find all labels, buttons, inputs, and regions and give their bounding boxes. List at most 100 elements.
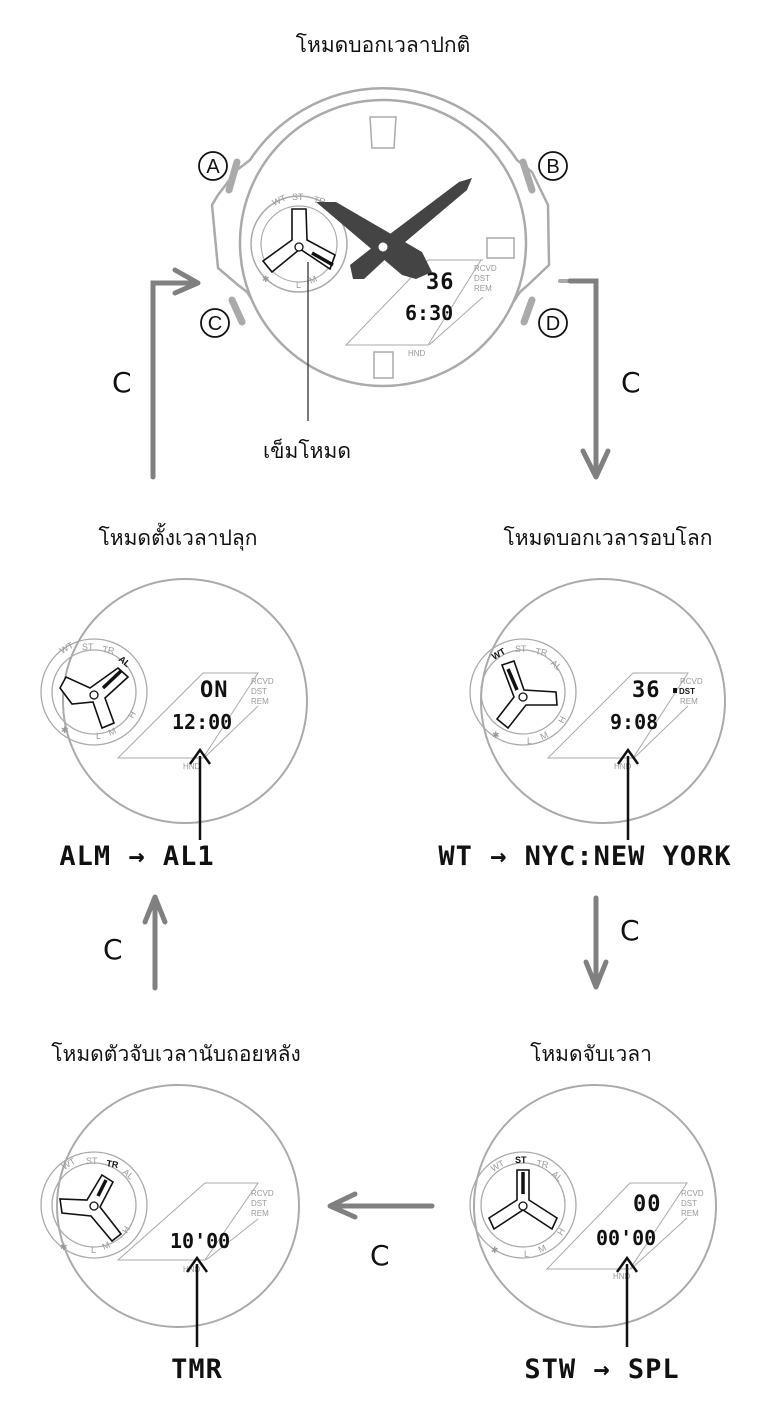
title-world-time-mode: โหมดบอกเวลารอบโลก	[504, 526, 713, 550]
title-normal-mode: โหมดบอกเวลาปกติ	[296, 33, 471, 57]
bluetooth-icon: ✱	[262, 274, 270, 284]
button-c-stem[interactable]	[228, 296, 246, 326]
lcd-top: ON	[200, 678, 229, 703]
arrow-label-c: C	[620, 914, 640, 947]
mode-hand	[487, 1169, 559, 1231]
lcd-bottom: 6:30	[405, 301, 453, 325]
svg-text:REM: REM	[251, 1209, 269, 1218]
svg-text:HND: HND	[183, 1265, 201, 1274]
svg-text:DST: DST	[681, 1199, 697, 1208]
world-watch: WT ST TR AL L M H ✱ 36 9:08 RCVD DST REM…	[469, 578, 726, 824]
svg-text:TR: TR	[106, 1158, 120, 1170]
arrow-world-to-stopwatch: C	[583, 895, 640, 990]
svg-text:REM: REM	[251, 697, 269, 706]
button-a-label: A	[198, 151, 228, 181]
mode-hand-pointer	[506, 668, 519, 691]
svg-text:DST: DST	[251, 1199, 267, 1208]
arrow-normal-to-world: C	[567, 278, 641, 480]
button-b-label: B	[538, 151, 568, 181]
svg-text:HND: HND	[614, 762, 632, 771]
svg-text:ST: ST	[82, 642, 94, 652]
lcd-bottom: 10'00	[170, 1229, 230, 1253]
lcd-bottom: 12:00	[172, 710, 232, 734]
alarm-watch: WT ST TR AL L M H ✱ ON 12:00 RCVD DST RE…	[40, 578, 308, 824]
svg-text:B: B	[546, 156, 559, 178]
title-alarm-mode: โหมดตั้งเวลาปลุก	[98, 523, 257, 551]
arrow-label-c: C	[103, 933, 123, 966]
mode-subdial: WT ST TR L M ✱	[250, 192, 348, 293]
svg-text:L: L	[527, 736, 532, 746]
arrow-timer-to-alarm: C	[103, 894, 168, 991]
lcd-bottom: 9:08	[610, 710, 658, 734]
flow-label-timer: TMR	[171, 1354, 223, 1385]
svg-text:DST: DST	[679, 687, 695, 696]
index-12	[369, 116, 397, 149]
pointer-world	[616, 747, 640, 840]
svg-text:RCVD: RCVD	[680, 677, 703, 686]
svg-text:A: A	[206, 156, 220, 178]
arrow-label-c: C	[370, 1239, 390, 1272]
svg-text:DST: DST	[251, 687, 267, 696]
pointer-alarm	[188, 747, 212, 840]
svg-text:M: M	[539, 730, 550, 742]
pointer-stopwatch	[615, 1255, 639, 1347]
svg-text:TR: TR	[102, 644, 116, 656]
index-3	[486, 237, 515, 259]
lcd-bottom: 00'00	[596, 1226, 656, 1250]
svg-text:L: L	[296, 280, 301, 290]
dst-marker	[673, 688, 677, 693]
svg-text:L: L	[96, 731, 101, 741]
mode-hand-label: เข็มโหมด	[263, 437, 351, 463]
svg-text:H: H	[556, 714, 568, 725]
lcd-top: 00	[633, 1192, 662, 1217]
svg-text:RCVD: RCVD	[251, 677, 274, 686]
svg-text:M: M	[101, 1240, 112, 1252]
pointer-timer	[185, 1255, 209, 1347]
minute-hand	[350, 178, 472, 279]
button-b-stem[interactable]	[519, 158, 536, 194]
bluetooth-icon: ✱	[492, 730, 500, 740]
svg-text:C: C	[208, 313, 222, 335]
index-6	[373, 351, 394, 379]
title-timer-mode: โหมดตัวจับเวลานับถอยหลัง	[51, 1042, 301, 1066]
lcd-top: 36	[632, 678, 661, 703]
mode-hand-pointer	[311, 251, 334, 267]
svg-text:TR: TR	[535, 646, 549, 658]
svg-text:RCVD: RCVD	[251, 1189, 274, 1198]
title-stopwatch-mode: โหมดจับเวลา	[530, 1042, 652, 1066]
svg-text:D: D	[546, 313, 560, 335]
timer-watch: WT ST TR AL L M H ✱ 10'00 RCVD DST REM H…	[40, 1084, 300, 1328]
flow-label-world: WT → NYC:NEW YORK	[438, 841, 731, 872]
lcd-top: 36	[426, 270, 455, 295]
button-a-stem[interactable]	[225, 158, 241, 194]
svg-text:H: H	[555, 1226, 567, 1237]
svg-text:REM: REM	[474, 284, 492, 293]
svg-text:TR: TR	[536, 1158, 550, 1170]
bluetooth-icon: ✱	[61, 725, 69, 735]
svg-text:ST: ST	[86, 1156, 98, 1166]
svg-text:H: H	[126, 709, 138, 720]
svg-text:M: M	[308, 274, 319, 286]
bluetooth-icon: ✱	[60, 1242, 68, 1252]
button-d-stem[interactable]	[520, 296, 536, 326]
svg-text:M: M	[537, 1243, 548, 1255]
lcd-panel: 36 6:30 RCVD DST REM HND	[344, 259, 497, 358]
svg-text:REM: REM	[681, 1209, 699, 1218]
svg-text:L: L	[524, 1249, 529, 1259]
svg-text:M: M	[107, 726, 118, 738]
svg-text:DST: DST	[474, 274, 490, 283]
svg-text:RCVD: RCVD	[681, 1189, 704, 1198]
svg-text:RCVD: RCVD	[474, 264, 497, 273]
svg-text:REM: REM	[680, 697, 698, 706]
arrow-label-c: C	[112, 366, 132, 399]
hand-pivot	[378, 242, 388, 252]
svg-text:ST: ST	[292, 192, 304, 202]
hour-hand	[316, 202, 432, 279]
arrow-label-c: C	[621, 366, 641, 399]
svg-text:ST: ST	[515, 644, 527, 654]
svg-text:H: H	[120, 1224, 132, 1235]
svg-text:HND: HND	[408, 349, 426, 358]
main-watch: A B C D WT ST TR L M ✱	[198, 86, 572, 463]
flow-label-stopwatch: STW → SPL	[524, 1354, 679, 1385]
